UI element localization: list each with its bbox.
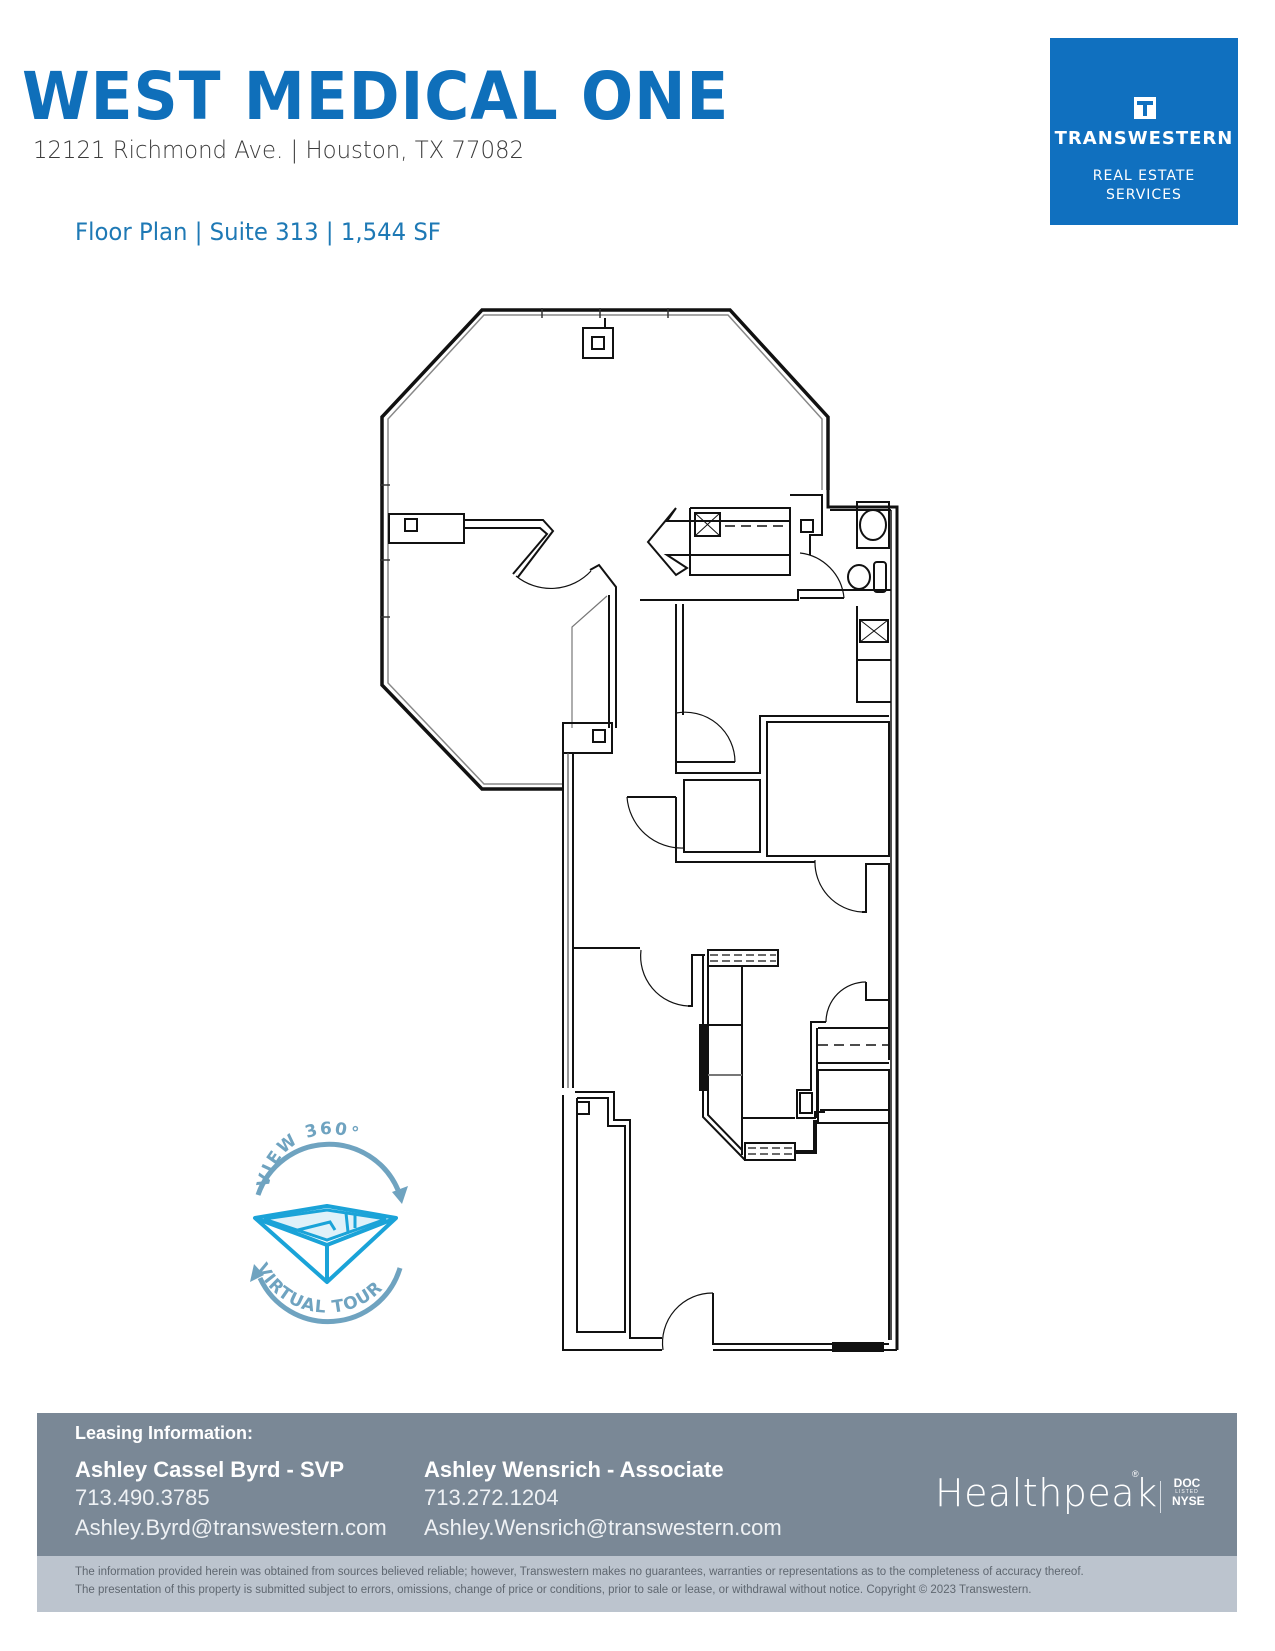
column — [582, 327, 614, 359]
property-address: 12121 Richmond Ave. | Houston, TX 77082 — [33, 136, 525, 164]
exchange: NYSE — [1172, 1494, 1205, 1508]
door-swing — [814, 859, 863, 913]
contact-name: Ashley Wensrich - Associate — [424, 1457, 724, 1482]
listed-label: LISTED — [1175, 1489, 1199, 1495]
disclaimer-panel: The information provided herein was obta… — [37, 1556, 1237, 1612]
door-swing — [515, 570, 592, 589]
door-swing — [675, 711, 736, 763]
door-swing — [825, 981, 867, 1023]
restroom-sink — [856, 501, 890, 549]
page-title: WEST MEDICAL ONE — [22, 58, 730, 135]
contact-phone[interactable]: 713.490.3785 — [75, 1485, 210, 1510]
floor-plan-subtitle: Floor Plan | Suite 313 | 1,544 SF — [75, 218, 441, 246]
registered-mark: ® — [1132, 1469, 1139, 1479]
sink-icon — [694, 512, 721, 537]
contact-name: Ashley Cassel Byrd - SVP — [75, 1457, 345, 1482]
contact-card: Ashley Wensrich - Associate 713.272.1204… — [424, 1457, 782, 1541]
contact-phone[interactable]: 713.272.1204 — [424, 1485, 559, 1510]
arrow-arc-top — [255, 1141, 401, 1196]
column — [562, 722, 613, 754]
contact-email[interactable]: Ashley.Byrd@transwestern.com — [75, 1515, 387, 1540]
counter — [744, 1142, 796, 1161]
logo-tagline-2: SERVICES — [1106, 187, 1182, 203]
virtual-tour-badge[interactable]: VIEW 360° VIRTUAL TOUR — [250, 1119, 408, 1325]
door-swing — [640, 949, 689, 1007]
column — [800, 519, 814, 533]
disclaimer-line-2: The presentation of this property is sub… — [75, 1584, 1032, 1596]
toilet-icon — [847, 564, 871, 590]
ticker: DOC — [1173, 1476, 1201, 1490]
transwestern-logo: TRANSWESTERN REAL ESTATE SERVICES — [1050, 38, 1238, 225]
column — [388, 513, 465, 544]
contact-card: Ashley Cassel Byrd - SVP 713.490.3785 As… — [75, 1457, 387, 1541]
floor-plan-drawing: VIEW 360° VIRTUAL TOUR — [250, 308, 899, 1352]
column — [799, 1092, 813, 1114]
door-swing — [626, 796, 685, 849]
leasing-label: Leasing Information: — [75, 1423, 254, 1443]
door-swing — [661, 1292, 714, 1351]
badge-top-text: VIEW 360° — [253, 1119, 361, 1190]
logo-tagline-1: REAL ESTATE — [1092, 168, 1196, 184]
arrow-arc-bottom — [257, 1267, 403, 1325]
floor-plan-3d-icon — [253, 1204, 398, 1284]
logo-divider — [1160, 1481, 1161, 1513]
disclaimer-text: The information provided herein was obta… — [75, 1563, 1084, 1599]
counter — [707, 949, 779, 967]
svg-text:VIEW 360°: VIEW 360° — [253, 1119, 363, 1190]
nyse-doc-badge: DOC LISTED NYSE — [1172, 1476, 1205, 1508]
door-swing — [799, 552, 845, 599]
sink-icon — [859, 619, 889, 643]
logo-name: TRANSWESTERN — [1054, 128, 1234, 149]
transwestern-t-icon — [1134, 97, 1156, 119]
healthpeak-logo: Healthpeak — [935, 1471, 1158, 1515]
disclaimer-line-1: The information provided herein was obta… — [75, 1566, 1084, 1578]
octagon-exterior-wall — [380, 308, 830, 791]
leasing-info-panel: Leasing Information: Ashley Cassel Byrd … — [37, 1413, 1237, 1556]
contact-email[interactable]: Ashley.Wensrich@transwestern.com — [424, 1515, 782, 1540]
window-mullions — [380, 308, 669, 618]
